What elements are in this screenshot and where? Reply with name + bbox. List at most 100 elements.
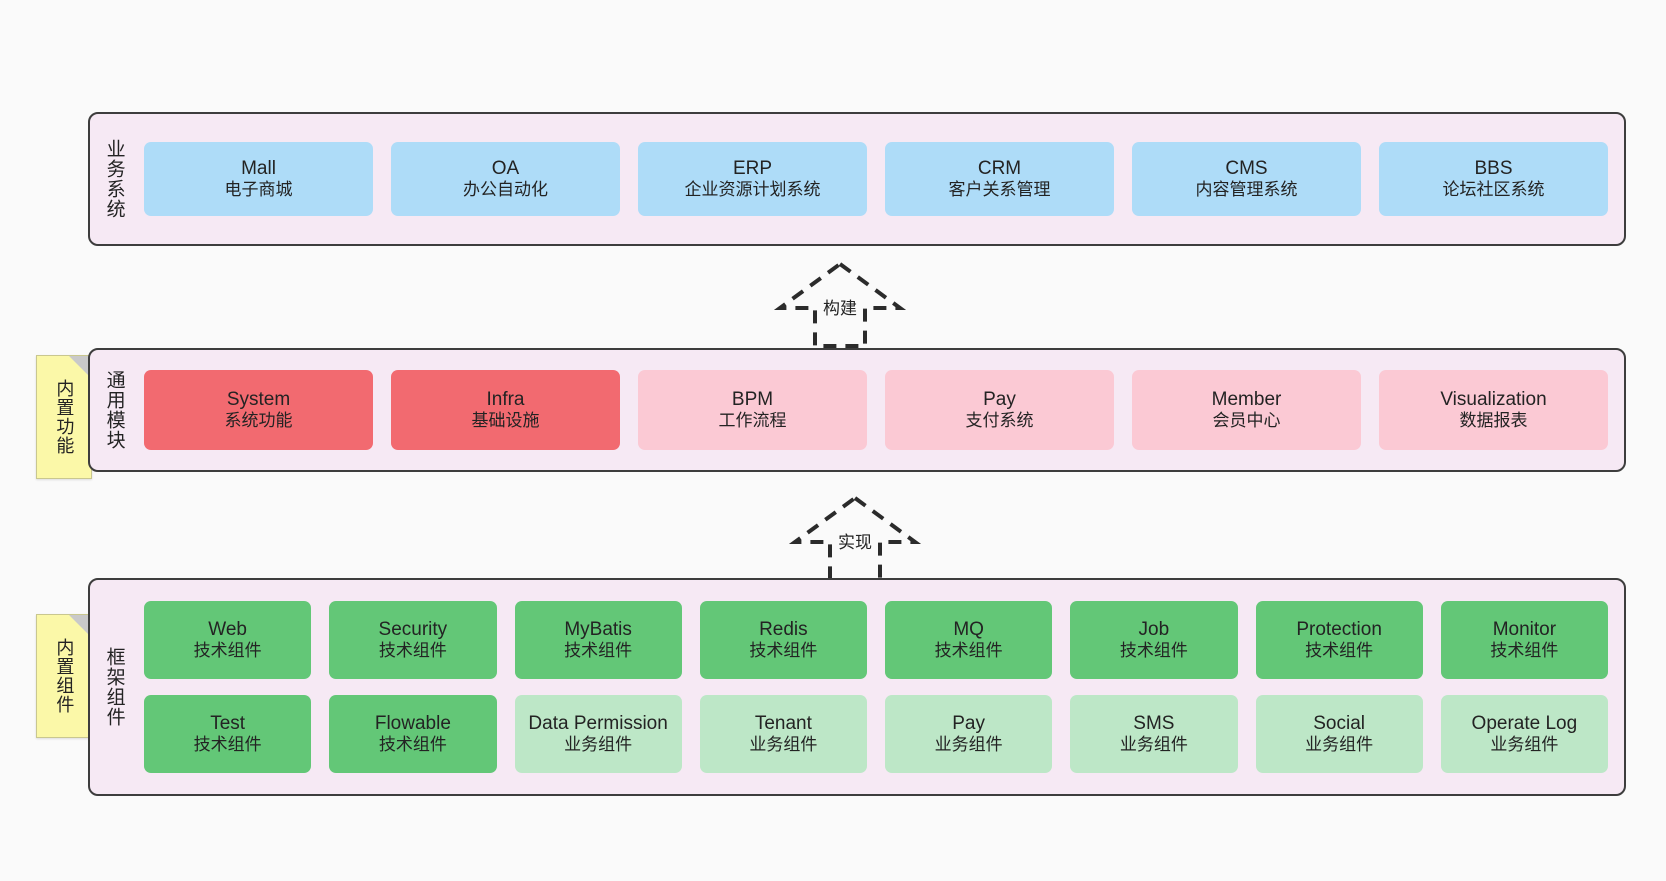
- card-subtitle: 支付系统: [965, 411, 1034, 431]
- card-system[interactable]: System 系统功能: [144, 370, 373, 450]
- card-title: Pay: [952, 713, 985, 735]
- card-title: MQ: [953, 619, 984, 641]
- dashed-hollow-arrow-icon: [773, 261, 907, 348]
- card-mall[interactable]: Mall 电子商城: [144, 142, 373, 216]
- card-job[interactable]: Job 技术组件: [1070, 601, 1238, 679]
- card-pay-module[interactable]: Pay 支付系统: [885, 370, 1114, 450]
- card-title: System: [226, 389, 291, 411]
- layer-body-business-system: Mall 电子商城 OA 办公自动化 ERP 企业资源计划系统 CRM 客户关系…: [138, 114, 1624, 244]
- layer-title-common-module: 通用模块: [103, 370, 125, 450]
- layer-body-framework-component: Web 技术组件 Security 技术组件 MyBatis 技术组件 Redi…: [138, 580, 1624, 794]
- layer-title-business-system: 业务系统: [103, 139, 125, 219]
- card-subtitle: 办公自动化: [463, 180, 548, 200]
- card-bbs[interactable]: BBS 论坛社区系统: [1379, 142, 1608, 216]
- card-subtitle: 业务组件: [564, 735, 633, 755]
- card-subtitle: 系统功能: [224, 411, 293, 431]
- card-subtitle: 技术组件: [749, 641, 818, 661]
- card-subtitle: 技术组件: [193, 641, 262, 661]
- card-title: Protection: [1296, 619, 1382, 641]
- card-row: Web 技术组件 Security 技术组件 MyBatis 技术组件 Redi…: [144, 601, 1608, 679]
- card-subtitle: 业务组件: [1305, 735, 1374, 755]
- card-title: Pay: [983, 389, 1016, 411]
- layer-framework-component: 框架组件 Web 技术组件 Security 技术组件 MyBatis 技术组件…: [88, 578, 1626, 796]
- card-subtitle: 技术组件: [193, 735, 262, 755]
- card-title: OA: [491, 158, 520, 180]
- card-subtitle: 技术组件: [1490, 641, 1559, 661]
- dashed-hollow-arrow-icon: [788, 495, 922, 582]
- card-subtitle: 会员中心: [1212, 411, 1281, 431]
- card-title: Flowable: [374, 713, 451, 735]
- card-title: Monitor: [1492, 619, 1557, 641]
- note-fold-corner-icon: [69, 356, 91, 378]
- card-member[interactable]: Member 会员中心: [1132, 370, 1361, 450]
- card-subtitle: 基础设施: [471, 411, 540, 431]
- sticky-note-builtin-component: 内置组件: [36, 614, 92, 738]
- card-redis[interactable]: Redis 技术组件: [699, 601, 867, 679]
- card-title: Data Permission: [528, 713, 668, 735]
- card-title: BBS: [1474, 158, 1513, 180]
- card-title: Job: [1138, 619, 1170, 641]
- card-title: Social: [1313, 713, 1365, 735]
- card-title: Web: [208, 619, 247, 641]
- card-title: CMS: [1225, 158, 1268, 180]
- layer-body-common-module: System 系统功能 Infra 基础设施 BPM 工作流程 Pay 支付系统…: [138, 350, 1624, 470]
- card-mq[interactable]: MQ 技术组件: [885, 601, 1053, 679]
- note-fold-corner-icon: [69, 615, 91, 637]
- card-title: Visualization: [1440, 389, 1547, 411]
- card-subtitle: 业务组件: [934, 735, 1003, 755]
- card-cms[interactable]: CMS 内容管理系统: [1132, 142, 1361, 216]
- card-security[interactable]: Security 技术组件: [329, 601, 497, 679]
- card-mybatis[interactable]: MyBatis 技术组件: [514, 601, 682, 679]
- card-visualization[interactable]: Visualization 数据报表: [1379, 370, 1608, 450]
- layer-title-framework-component: 框架组件: [103, 647, 125, 727]
- card-monitor[interactable]: Monitor 技术组件: [1440, 601, 1608, 679]
- card-subtitle: 业务组件: [1490, 735, 1559, 755]
- sticky-note-label: 内置组件: [54, 638, 75, 714]
- card-title: ERP: [732, 158, 773, 180]
- card-social[interactable]: Social 业务组件: [1255, 695, 1423, 773]
- card-oa[interactable]: OA 办公自动化: [391, 142, 620, 216]
- card-crm[interactable]: CRM 客户关系管理: [885, 142, 1114, 216]
- card-pay-component[interactable]: Pay 业务组件: [885, 695, 1053, 773]
- card-protection[interactable]: Protection 技术组件: [1255, 601, 1423, 679]
- card-sms[interactable]: SMS 业务组件: [1070, 695, 1238, 773]
- card-data-permission[interactable]: Data Permission 业务组件: [514, 695, 682, 773]
- card-subtitle: 工作流程: [718, 411, 787, 431]
- arrow-label: 实现: [838, 533, 872, 552]
- card-title: Security: [378, 619, 448, 641]
- sticky-note-builtin-function: 内置功能: [36, 355, 92, 479]
- card-subtitle: 企业资源计划系统: [684, 180, 821, 200]
- layer-common-module: 通用模块 System 系统功能 Infra 基础设施 BPM 工作流程 Pay…: [88, 348, 1626, 472]
- card-title: Redis: [759, 619, 808, 641]
- layer-business-system: 业务系统 Mall 电子商城 OA 办公自动化 ERP 企业资源计划系统 CRM…: [88, 112, 1626, 246]
- card-subtitle: 业务组件: [749, 735, 818, 755]
- card-title: Operate Log: [1471, 713, 1578, 735]
- card-title: CRM: [977, 158, 1022, 180]
- card-title: MyBatis: [564, 619, 632, 641]
- card-web[interactable]: Web 技术组件: [144, 601, 312, 679]
- card-flowable[interactable]: Flowable 技术组件: [329, 695, 497, 773]
- card-infra[interactable]: Infra 基础设施: [391, 370, 620, 450]
- card-tenant[interactable]: Tenant 业务组件: [699, 695, 867, 773]
- card-title: Mall: [241, 158, 276, 180]
- card-subtitle: 技术组件: [564, 641, 633, 661]
- card-erp[interactable]: ERP 企业资源计划系统: [638, 142, 867, 216]
- card-title: Member: [1211, 389, 1282, 411]
- card-bpm[interactable]: BPM 工作流程: [638, 370, 867, 450]
- card-operate-log[interactable]: Operate Log 业务组件: [1440, 695, 1608, 773]
- card-subtitle: 技术组件: [1119, 641, 1188, 661]
- card-subtitle: 论坛社区系统: [1442, 180, 1545, 200]
- sticky-note-label: 内置功能: [54, 379, 75, 455]
- card-row: Mall 电子商城 OA 办公自动化 ERP 企业资源计划系统 CRM 客户关系…: [144, 142, 1608, 216]
- card-test[interactable]: Test 技术组件: [144, 695, 312, 773]
- card-subtitle: 技术组件: [934, 641, 1003, 661]
- arrow-implement: 实现: [770, 492, 940, 582]
- card-subtitle: 业务组件: [1119, 735, 1188, 755]
- card-title: SMS: [1133, 713, 1175, 735]
- card-row: Test 技术组件 Flowable 技术组件 Data Permission …: [144, 695, 1608, 773]
- arrow-label: 构建: [823, 299, 857, 318]
- card-subtitle: 技术组件: [378, 735, 447, 755]
- card-subtitle: 电子商城: [224, 180, 293, 200]
- arrow-build: 构建: [755, 258, 925, 348]
